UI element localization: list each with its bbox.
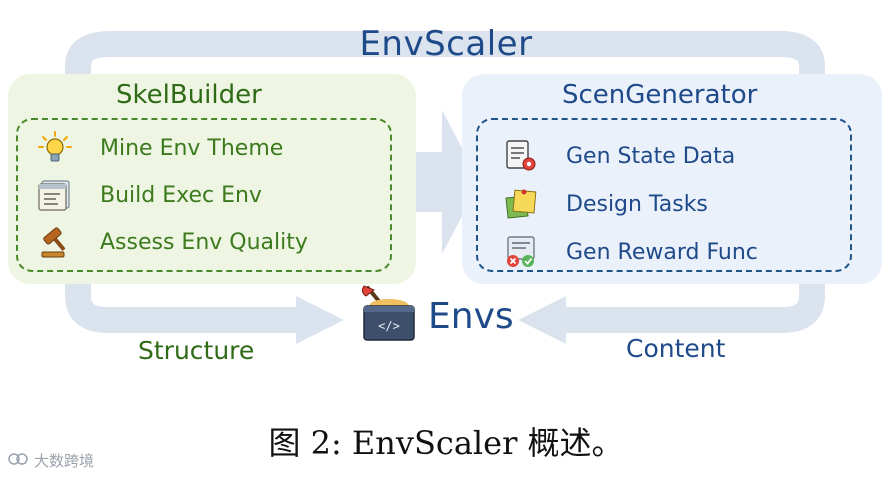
skel-item-label: Build Exec Env: [100, 182, 262, 208]
content-arrow: [560, 280, 825, 333]
watermark: 大数跨境: [8, 450, 94, 471]
scen-item-label: Design Tasks: [566, 191, 708, 217]
sticky-notes-icon: [504, 187, 538, 221]
envscaler-diagram: EnvScaler SkelBuilder Mine Env Theme: [8, 24, 882, 365]
scen-item-reward: Gen Reward Func: [504, 232, 758, 272]
sandbox-code-icon: </>: [358, 284, 420, 348]
structure-label: Structure: [138, 336, 255, 365]
figure-caption: 图 2: EnvScaler 概述。: [268, 424, 624, 462]
structure-arrowhead: [296, 296, 344, 344]
skelbuilder-panel: SkelBuilder Mine Env Theme: [8, 74, 416, 284]
watermark-text: 大数跨境: [34, 452, 95, 470]
envs-node: </> Envs: [358, 284, 514, 348]
structure-arrow: [65, 280, 300, 333]
skel-item-label: Mine Env Theme: [100, 135, 284, 161]
check-cross-icon: [504, 235, 538, 269]
svg-text:</>: </>: [378, 319, 400, 333]
content-arrowhead: [518, 296, 566, 344]
scengenerator-panel: ScenGenerator Gen State Data: [462, 74, 882, 284]
skel-item-assess: Assess Env Quality: [38, 222, 308, 262]
lightbulb-icon: [38, 131, 72, 165]
watermark-logo-icon: [8, 451, 30, 471]
middle-arrow: [412, 110, 480, 254]
scen-item-state: Gen State Data: [504, 136, 735, 176]
skel-item-build: Build Exec Env: [38, 175, 262, 215]
diagram-title: EnvScaler: [359, 24, 533, 64]
skel-item-theme: Mine Env Theme: [38, 128, 283, 168]
scen-item-tasks: Design Tasks: [504, 184, 708, 224]
skelbuilder-box: [16, 118, 392, 272]
document-gear-icon: [504, 139, 538, 173]
content-label: Content: [626, 334, 726, 363]
scengenerator-box: [476, 118, 852, 272]
skelbuilder-title: SkelBuilder: [116, 80, 262, 110]
scen-item-label: Gen State Data: [566, 143, 736, 169]
code-window-icon: [38, 178, 72, 212]
gavel-icon: [38, 225, 72, 259]
envs-label: Envs: [428, 295, 514, 337]
scen-item-label: Gen Reward Func: [566, 239, 758, 265]
top-loop-arrow: [65, 31, 825, 84]
scengenerator-title: ScenGenerator: [562, 80, 758, 110]
skel-item-label: Assess Env Quality: [100, 229, 308, 255]
flow-arrows: [65, 31, 825, 344]
